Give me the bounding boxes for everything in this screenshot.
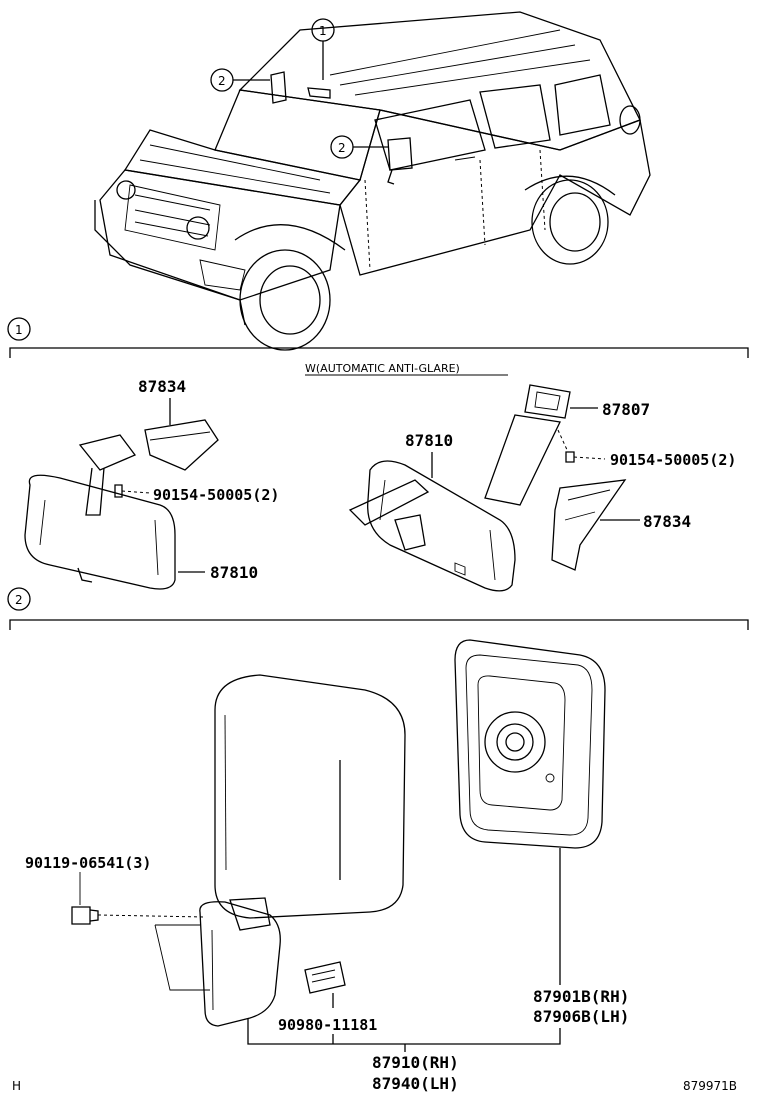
part-90154-50005-right: 90154-50005(2) xyxy=(610,451,736,469)
vehicle-illustration xyxy=(94,11,651,351)
part-87906b-lh: 87906B(LH) xyxy=(533,1007,629,1026)
part-87810-right: 87810 xyxy=(405,431,453,450)
footer-left-code: H xyxy=(12,1079,21,1093)
diagram-code: 879971B xyxy=(683,1079,737,1093)
outer-mirror-glass: 87901B(RH) 87906B(LH) xyxy=(454,639,629,1026)
anti-glare-note: W(AUTOMATIC ANTI-GLARE) xyxy=(305,362,460,375)
part-87910-rh: 87910(RH) xyxy=(372,1053,459,1072)
outer-mirror-assembly: 90119-06541(3) 90980-11181 xyxy=(25,674,406,1034)
standard-inner-mirror: 87834 90154-50005(2) 87810 xyxy=(24,377,279,590)
section-1-marker: 1 xyxy=(15,323,23,337)
part-90980-11181: 90980-11181 xyxy=(278,1016,377,1034)
section-2-header: 2 xyxy=(7,587,749,630)
part-87901b-rh: 87901B(RH) xyxy=(533,987,629,1006)
callout-door-mirror-right: 2 xyxy=(330,135,388,159)
part-87810-left: 87810 xyxy=(210,563,258,582)
section-1-header: 1 W(AUTOMATIC ANTI-GLARE) xyxy=(7,317,749,376)
callout-label: 1 xyxy=(319,24,327,38)
part-87807: 87807 xyxy=(602,400,650,419)
callout-label: 2 xyxy=(218,74,226,88)
auto-dimming-inner-mirror: 87810 87807 90154-50005(2) 87834 xyxy=(348,384,736,592)
part-90154-50005-left: 90154-50005(2) xyxy=(153,486,279,504)
part-87834-left: 87834 xyxy=(138,377,186,396)
callout-interior-mirror: 1 xyxy=(311,18,335,80)
part-87834-right: 87834 xyxy=(643,512,691,531)
section-2-marker: 2 xyxy=(15,593,23,607)
callout-label: 2 xyxy=(338,141,346,155)
part-87940-lh: 87940(LH) xyxy=(372,1074,459,1093)
part-90119-06541: 90119-06541(3) xyxy=(25,854,151,872)
callout-door-mirror-left: 2 xyxy=(210,68,270,92)
assembly-bracket: 87910(RH) 87940(LH) xyxy=(247,1018,561,1093)
